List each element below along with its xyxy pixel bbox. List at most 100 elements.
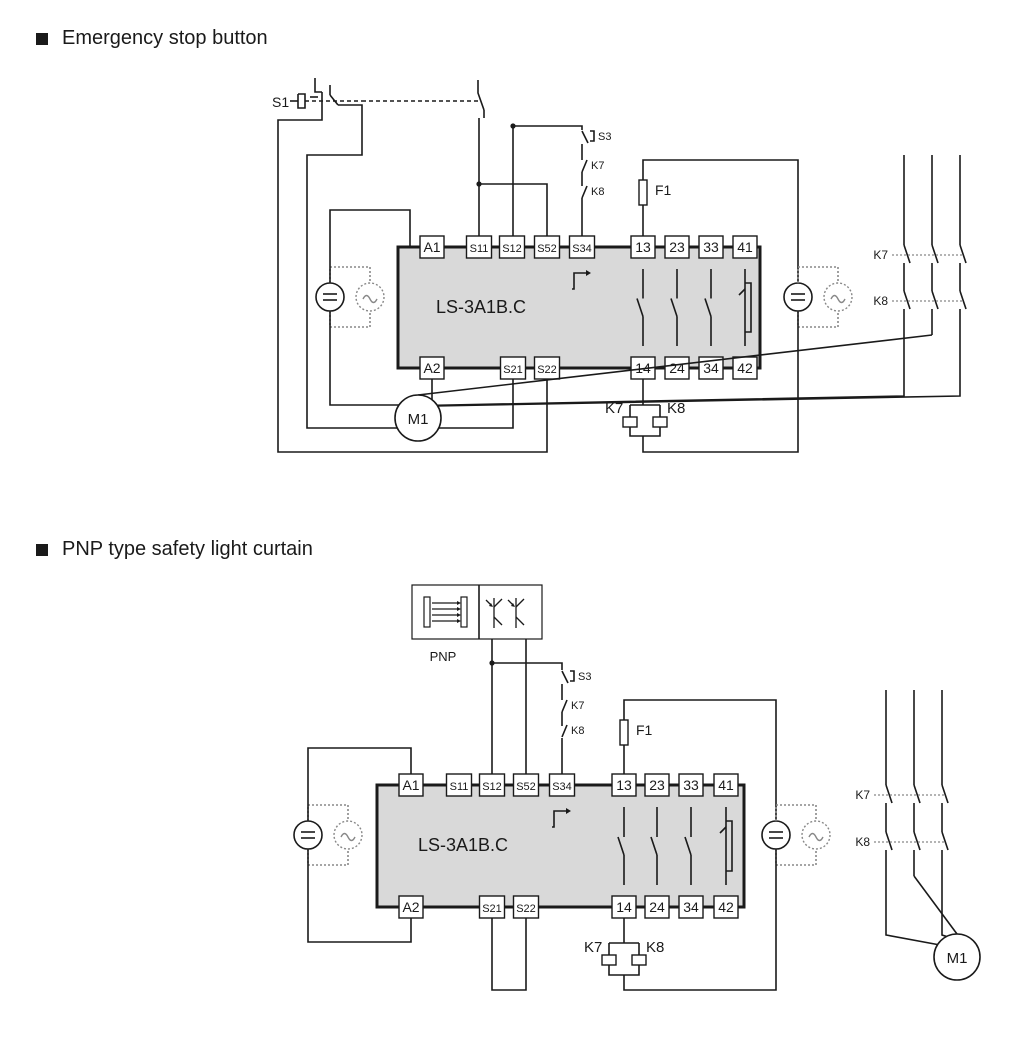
module-label: LS-3A1B.C [436, 297, 526, 317]
ac-dotted-link [307, 849, 349, 866]
section-title-text: Emergency stop button [62, 27, 268, 49]
a1-supply-wire [329, 209, 420, 283]
terminal-41 [732, 235, 758, 259]
motor-k8-label: K8 [855, 835, 870, 849]
beam-arrow-icon [457, 619, 461, 623]
fuse-label: F1 [636, 722, 653, 738]
estop-button-icon [297, 93, 306, 109]
nc-contact-blade [745, 282, 752, 333]
coil-bottom [608, 965, 640, 976]
beam-arrow-icon [457, 601, 461, 605]
terminal-label-S12: S12 [482, 781, 502, 793]
terminal-label-41: 41 [737, 239, 753, 255]
motor-k7-contact [941, 784, 949, 804]
motor-k7-contact [885, 784, 893, 804]
light-curtain-box [411, 584, 543, 640]
module-label: LS-3A1B.C [418, 835, 508, 855]
ac-dotted-link [797, 311, 839, 328]
motor-icon [933, 933, 981, 981]
terminal-34 [678, 895, 704, 919]
ac-dotted-link [307, 804, 349, 821]
ac-wave [830, 294, 846, 304]
fuse-label: F1 [655, 182, 672, 198]
dc-supply-icon [293, 820, 323, 850]
terminal-41 [713, 773, 739, 797]
ac-dotted-link [329, 266, 371, 283]
estop-contact-1 [314, 85, 322, 93]
s52-bridge [479, 183, 548, 236]
reset-edge-icon [552, 810, 566, 828]
terminal-label-24: 24 [669, 360, 685, 376]
terminal-label-42: 42 [737, 360, 753, 376]
ac-dotted-link [797, 266, 839, 283]
receiver-icon [460, 596, 468, 628]
motor-k7-contact [913, 784, 921, 804]
out-return-wire [623, 849, 777, 991]
beam-arrow-icon [457, 607, 461, 611]
terminal-23 [644, 773, 670, 797]
motor-lead [885, 876, 941, 946]
terminal-42 [713, 895, 739, 919]
terminal-24 [664, 356, 690, 380]
reset-button-icon [590, 130, 595, 142]
terminal-label-S11: S11 [450, 781, 469, 793]
relay-coil-k7 [622, 416, 638, 428]
terminal-33 [678, 773, 704, 797]
motor-k8-contact [885, 831, 893, 851]
reset-label: S3 [598, 131, 611, 143]
out-return-wire [642, 311, 799, 453]
ac-dotted-link [329, 311, 371, 328]
terminal-label-33: 33 [683, 777, 699, 793]
k-contact-label: K7 [591, 160, 604, 172]
terminal-label-23: 23 [669, 239, 685, 255]
motor-icon [394, 394, 442, 442]
terminal-label-S21: S21 [503, 364, 523, 376]
terminal-label-S22: S22 [537, 364, 557, 376]
terminal-label-33: 33 [703, 239, 719, 255]
motor-k8-contact [903, 290, 911, 310]
reset-blade [581, 130, 589, 144]
terminal-34 [698, 356, 724, 380]
terminal-label-S52: S52 [516, 781, 536, 793]
terminal-33 [698, 235, 724, 259]
square-bullet-icon [36, 32, 48, 45]
nc-contact-mark [738, 288, 746, 296]
terminal-label-A2: A2 [423, 360, 440, 376]
dc-supply-icon [761, 820, 791, 850]
nc-contact-mark [719, 826, 727, 834]
terminal-label-34: 34 [703, 360, 719, 376]
terminal-23 [664, 235, 690, 259]
contact-blade [704, 298, 712, 317]
transistor-icon [493, 616, 503, 626]
k-contact-label: K8 [571, 725, 584, 737]
coil-k8-label: K8 [646, 939, 664, 956]
s1-ch2-to-s21 [306, 104, 514, 429]
s21-s22-loop [491, 918, 527, 991]
motor-label: M1 [408, 411, 429, 428]
fuse-icon [619, 719, 629, 746]
terminal-label-A1: A1 [423, 239, 440, 255]
s1-ch1-to-s22 [277, 106, 548, 453]
motor-lead [913, 875, 958, 935]
motor-k7-contact [959, 244, 967, 264]
transistor-icon [515, 598, 525, 608]
dc-supply-icon [783, 282, 813, 312]
contact-blade [650, 836, 658, 856]
terminal-label-41: 41 [718, 777, 734, 793]
ac-dotted-link [775, 849, 817, 866]
reset-button-icon [570, 670, 575, 682]
ac-supply-icon [801, 820, 831, 850]
terminal-label-13: 13 [616, 777, 632, 793]
motor-k8-contact [931, 290, 939, 310]
motor-k8-contact [959, 290, 967, 310]
coil-k7-label: K7 [605, 400, 623, 417]
k-contact-blade [561, 724, 568, 738]
contact-blade [684, 836, 692, 856]
motor-k8-contact [913, 831, 921, 851]
terminal-label-13: 13 [635, 239, 651, 255]
section-title-light-curtain: PNP type safety light curtain [36, 538, 313, 561]
terminal-label-S12: S12 [502, 243, 522, 255]
ac-supply-icon [355, 282, 385, 312]
